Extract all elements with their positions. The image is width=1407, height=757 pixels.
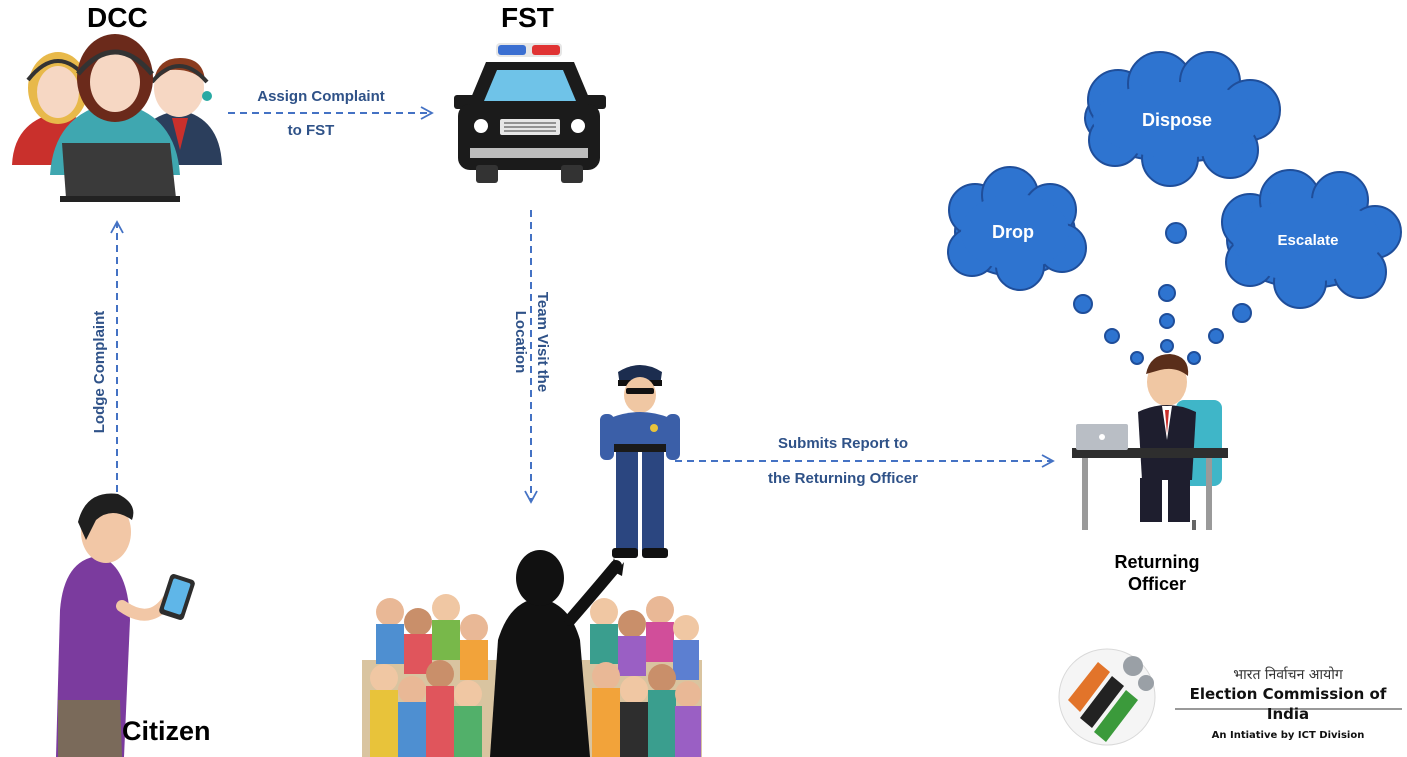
eci-hindi-name: भारत निर्वाचन आयोग <box>1233 667 1343 683</box>
escalate-option: Escalate <box>1277 232 1339 249</box>
returning-officer-label: Returning Officer <box>1092 551 1222 595</box>
thought-bubbles <box>1073 222 1252 365</box>
team-visit-line1: Team Visit the <box>534 291 551 393</box>
eci-english-name: Election Commission of India <box>1189 685 1387 723</box>
assign-complaint-line1: Assign Complaint <box>257 88 385 105</box>
returning-officer-label-line1: Returning <box>1114 552 1200 572</box>
submit-report-label: Submits Report to the Returning Officer <box>732 434 954 489</box>
dispose-cloud <box>1084 51 1281 187</box>
assign-complaint-label: Assign Complaint to FST <box>226 86 416 142</box>
citizen-label: Citizen <box>122 716 211 746</box>
eci-logo-text: भारत निर्वाचन आयोग Election Commission o… <box>1170 666 1406 745</box>
police-car-illustration <box>454 43 606 183</box>
submit-report-line2: the Returning Officer <box>767 470 918 487</box>
submit-report-line1: Submits Report to <box>778 435 908 452</box>
dispose-option: Dispose <box>1141 110 1213 130</box>
returning-officer-label-line2: Officer <box>1127 574 1187 594</box>
dcc-operators-illustration <box>12 34 222 202</box>
returning-officer-illustration <box>1072 354 1228 530</box>
fst-label: FST <box>501 2 554 33</box>
eci-logo-mark <box>1058 648 1156 746</box>
team-visit-label: Team Visit the Location <box>509 262 553 422</box>
eci-tagline: An Intiative by ICT Division <box>1211 730 1365 741</box>
lodge-complaint-label: Lodge Complaint <box>91 310 108 434</box>
citizen-illustration <box>56 493 195 757</box>
drop-option: Drop <box>992 222 1034 242</box>
drop-cloud <box>947 166 1087 291</box>
dcc-label: DCC <box>87 2 148 33</box>
team-visit-line2: Location <box>512 310 529 374</box>
police-officer-illustration <box>600 365 680 558</box>
assign-complaint-line2: to FST <box>287 122 335 139</box>
crowd-illustration <box>362 550 702 757</box>
escalate-cloud <box>1221 169 1402 309</box>
